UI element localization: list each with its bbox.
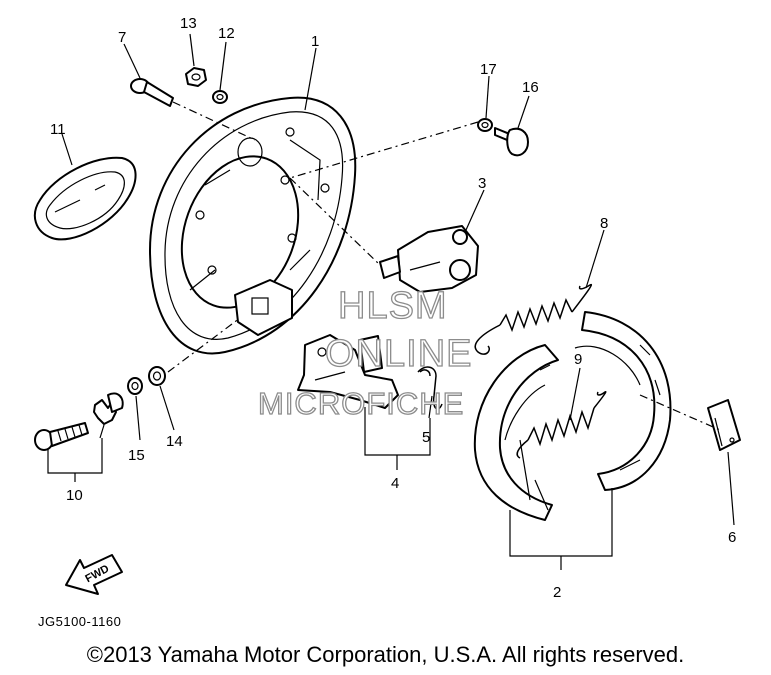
watermark: HLSM ONLINE MICROFICHE bbox=[257, 284, 472, 421]
brake-lever-assembly bbox=[297, 334, 399, 409]
washer-14 bbox=[148, 366, 166, 386]
callout-13: 13 bbox=[180, 15, 197, 32]
brake-backing-plate bbox=[149, 96, 357, 355]
callout-10: 10 bbox=[66, 487, 83, 504]
exploded-view-drawing: 1 2 3 4 5 6 7 8 9 10 11 12 13 14 15 16 1… bbox=[33, 15, 741, 629]
watermark-line-1: HLSM bbox=[338, 285, 448, 327]
forward-arrow-icon: FWD bbox=[65, 554, 123, 595]
leader-lines bbox=[47, 33, 735, 570]
return-spring-5 bbox=[417, 366, 443, 410]
washer-17 bbox=[477, 118, 493, 132]
callout-9: 9 bbox=[574, 351, 582, 368]
callout-6: 6 bbox=[728, 529, 736, 546]
watermark-line-3: MICROFICHE bbox=[258, 386, 464, 421]
callout-15: 15 bbox=[128, 447, 145, 464]
diagram-code: JG5100-1160 bbox=[38, 614, 121, 629]
callout-14: 14 bbox=[166, 433, 183, 450]
washer-15 bbox=[127, 377, 143, 395]
callout-5: 5 bbox=[422, 429, 430, 446]
callout-11: 11 bbox=[50, 121, 66, 138]
callout-3: 3 bbox=[478, 175, 486, 192]
seal-part bbox=[33, 156, 137, 241]
bolt-10 bbox=[34, 392, 124, 451]
callout-1: 1 bbox=[311, 33, 319, 50]
bolt-16 bbox=[494, 127, 529, 157]
callout-7: 7 bbox=[118, 29, 126, 46]
callout-17: 17 bbox=[480, 61, 497, 78]
spring-9 bbox=[516, 390, 607, 459]
brake-shoe-front bbox=[473, 344, 559, 521]
callout-2: 2 bbox=[553, 584, 561, 601]
callout-8: 8 bbox=[600, 215, 608, 232]
clip-6 bbox=[707, 399, 741, 451]
assembly-lines bbox=[167, 101, 721, 431]
nut-13 bbox=[185, 67, 207, 87]
wheel-cylinder bbox=[379, 225, 479, 293]
brake-shoe-rear bbox=[574, 311, 672, 491]
copyright-notice: ©2013 Yamaha Motor Corporation, U.S.A. A… bbox=[86, 642, 685, 667]
watermark-line-2: ONLINE bbox=[325, 333, 472, 375]
washer-12 bbox=[212, 90, 228, 104]
callout-numbers: 1 2 3 4 5 6 7 8 9 10 11 12 13 14 15 16 1… bbox=[50, 15, 736, 601]
callout-12: 12 bbox=[218, 25, 235, 42]
spring-8 bbox=[474, 283, 592, 355]
callout-16: 16 bbox=[522, 79, 539, 96]
bolt-7 bbox=[130, 78, 174, 107]
callout-4: 4 bbox=[391, 475, 399, 492]
